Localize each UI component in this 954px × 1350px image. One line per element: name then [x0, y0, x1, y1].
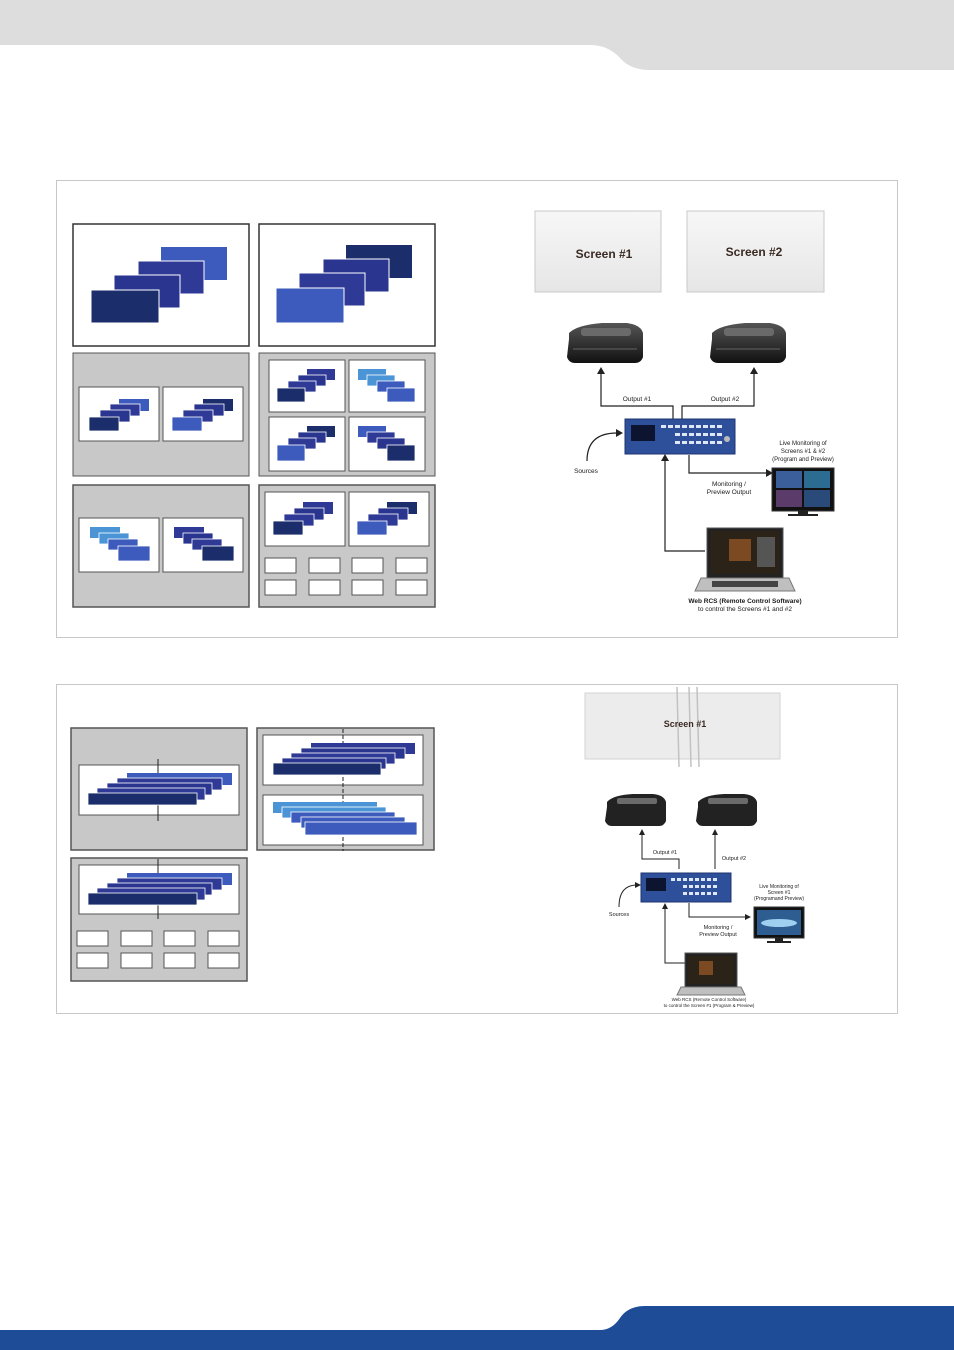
- arrow-up-icon: [750, 367, 758, 374]
- output-lines: [641, 833, 716, 869]
- arrow-up-icon: [639, 829, 645, 835]
- live-monitoring-line2: Screens #1 & #2: [781, 449, 826, 455]
- monitoring-label-line1: Monitoring /: [712, 481, 746, 488]
- arrow-up-icon: [597, 367, 605, 374]
- output-1-label: Output #1: [653, 850, 677, 856]
- sources-line: [586, 432, 618, 462]
- web-rcs-line1: Web RCS (Remote Control Software): [672, 997, 747, 1002]
- output-lines: [600, 371, 755, 419]
- arrow-right-icon: [635, 882, 641, 888]
- web-rcs-line2: to control the Screen #1 (Program & Prev…: [664, 1003, 755, 1008]
- arrow-up-icon: [712, 829, 718, 835]
- mode-box-dual-light: [72, 484, 250, 608]
- monitoring-line: [688, 455, 769, 474]
- diagram-panel-wide-screen: Screen #1 Output #1 Output #2: [56, 684, 898, 1014]
- screen-1: Screen #1: [534, 210, 662, 293]
- monitoring-label-line2: Preview Output: [707, 489, 752, 496]
- output-2-label: Output #2: [711, 396, 740, 403]
- monitoring-label-line1: Monitoring /: [704, 925, 733, 931]
- mode-box-dual-preview: [72, 352, 250, 477]
- sources-label: Sources: [609, 912, 629, 918]
- monitor-icon: [771, 467, 835, 516]
- footer-band: [0, 1306, 954, 1350]
- web-rcs-line2: to control the Screens #1 and #2: [698, 606, 792, 613]
- live-monitoring-line2: Screen #1: [768, 890, 791, 896]
- monitoring-line: [688, 903, 747, 918]
- mode-box-program: [72, 223, 250, 347]
- diagram-wide-screen-svg: Screen #1 Output #1 Output #2: [70, 686, 805, 1008]
- arrow-right-icon: [616, 429, 623, 437]
- diagram-panel-dual-screen: Screen #1 Screen #2 Output #1 Output #2: [56, 180, 898, 638]
- arrow-up-icon: [661, 454, 669, 461]
- diagram-dual-screen-svg: Screen #1 Screen #2 Output #1 Output #2: [72, 210, 835, 613]
- mode-box-wide-multiviewer: [70, 857, 248, 982]
- laptop-icon: [694, 527, 796, 592]
- output-2-label: Output #2: [722, 856, 746, 862]
- arrow-right-icon: [766, 469, 773, 477]
- live-monitoring-line3: (Program and Preview): [772, 457, 834, 463]
- rcs-line: [664, 459, 705, 552]
- projector-icon: [567, 323, 643, 363]
- monitoring-label-line2: Preview Output: [699, 932, 737, 938]
- rcs-line: [664, 907, 685, 964]
- projector-icon: [605, 794, 666, 826]
- screen-2-label: Screen #2: [726, 245, 783, 259]
- laptop-icon: [676, 952, 746, 996]
- screen-1-label: Screen #1: [576, 247, 633, 261]
- arrow-right-icon: [745, 914, 751, 920]
- switcher-device-icon: [624, 418, 736, 455]
- live-monitoring-line1: Live Monitoring of: [779, 441, 827, 447]
- mode-box-wide-dual: [256, 727, 435, 851]
- screen-1-label: Screen #1: [664, 719, 707, 729]
- header-band: [0, 0, 954, 70]
- sources-label: Sources: [574, 468, 599, 475]
- output-1-label: Output #1: [623, 396, 652, 403]
- monitor-icon: [753, 906, 805, 943]
- mode-box-wide-program: [70, 727, 248, 851]
- arrow-up-icon: [662, 903, 668, 909]
- screen-2: Screen #2: [686, 210, 825, 293]
- mode-box-quad: [258, 352, 436, 477]
- mode-box-multiviewer: [258, 484, 436, 608]
- switcher-device-icon: [640, 872, 732, 903]
- mode-box-preview: [258, 223, 436, 347]
- projector-icon: [696, 794, 757, 826]
- live-monitoring-line3: (Programand Preview): [754, 896, 804, 902]
- sources-line: [618, 884, 638, 908]
- screen-1-wide: Screen #1: [584, 686, 781, 768]
- web-rcs-line1: Web RCS (Remote Control Software): [688, 598, 801, 605]
- live-monitoring-line1: Live Monitoring of: [759, 884, 799, 890]
- projector-icon: [710, 323, 786, 363]
